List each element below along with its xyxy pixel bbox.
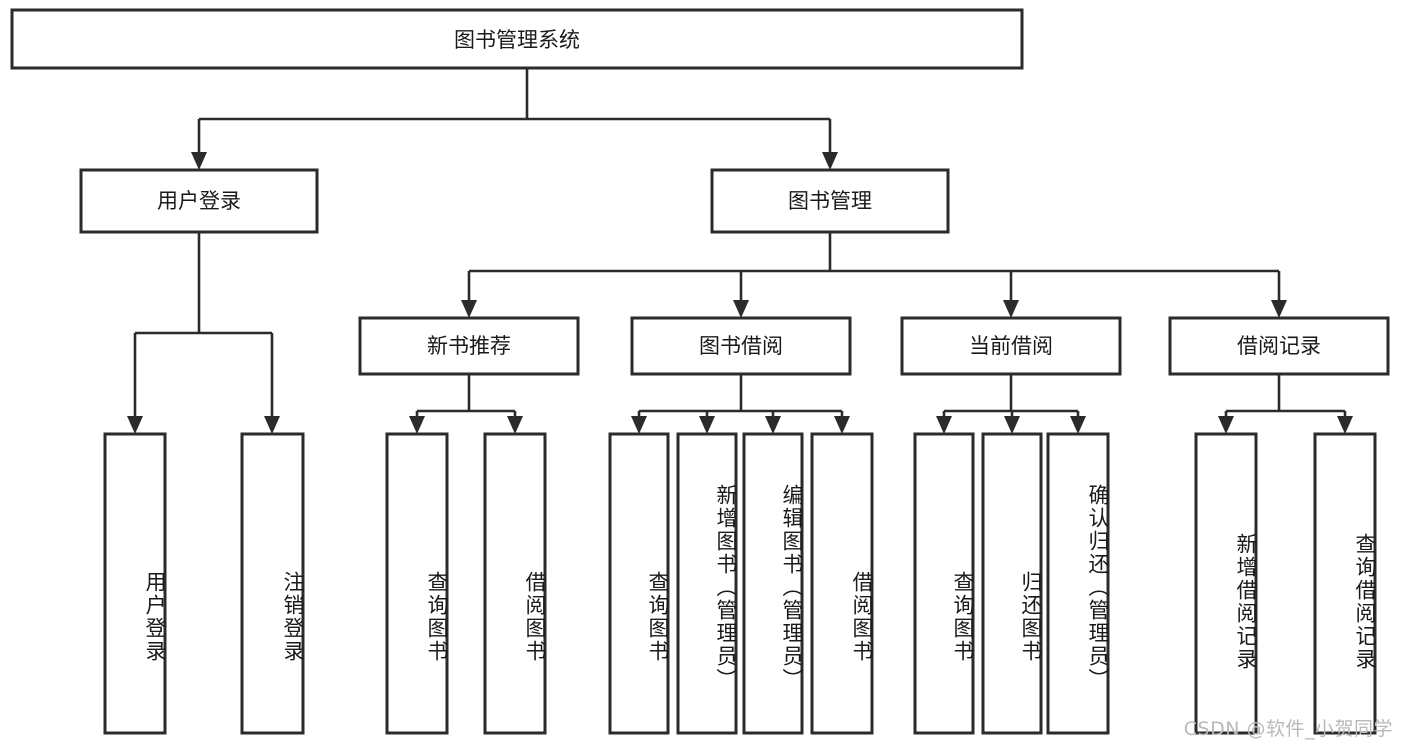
node-new-book-recommend-box[interactable] — [358, 316, 580, 376]
node-book-borrow-box[interactable] — [630, 316, 852, 376]
arrow-head-icon — [1271, 300, 1287, 318]
leaf-box-return-book[interactable] — [981, 432, 1043, 735]
node-book-borrow-label: 图书借阅 — [699, 334, 783, 358]
leaf-box-add-book-admin[interactable] — [676, 432, 738, 735]
leaf-box-query-book-current[interactable] — [913, 432, 975, 735]
node-current-borrow[interactable]: 当前借阅 — [900, 316, 1122, 376]
arrow-head-icon — [733, 300, 749, 318]
leaf-box-add-borrow-record[interactable] — [1194, 432, 1258, 735]
arrow-head-icon — [191, 152, 207, 170]
leaf-box-user-login[interactable] — [103, 432, 167, 735]
node-root-box[interactable] — [10, 8, 1024, 70]
arrow-head-icon — [1218, 416, 1234, 434]
arrow-head-icon — [699, 416, 715, 434]
node-root-label: 图书管理系统 — [454, 28, 580, 52]
node-new-book-recommend-label: 新书推荐 — [427, 334, 511, 358]
leaf-box-query-book-borrow[interactable] — [608, 432, 670, 735]
leaf-box-edit-book-admin[interactable] — [742, 432, 804, 735]
arrow-head-icon — [936, 416, 952, 434]
leaf-box-borrow-book-recommend[interactable] — [483, 432, 547, 735]
arrow-head-icon — [822, 152, 838, 170]
arrow-head-icon — [631, 416, 647, 434]
leaf-box-logout[interactable] — [240, 432, 305, 735]
arrow-head-icon — [1003, 300, 1019, 318]
node-current-borrow-box[interactable] — [900, 316, 1122, 376]
arrow-head-icon — [264, 416, 280, 434]
node-new-book-recommend[interactable]: 新书推荐 — [358, 316, 580, 376]
arrow-head-icon — [127, 416, 143, 434]
node-book-management-label: 图书管理 — [788, 189, 872, 213]
arrow-head-icon — [1070, 416, 1086, 434]
node-book-borrow[interactable]: 图书借阅 — [630, 316, 852, 376]
arrow-head-icon — [1004, 416, 1020, 434]
watermark: CSDN @软件_小贺同学 — [1183, 718, 1393, 740]
node-borrow-record-label: 借阅记录 — [1237, 334, 1321, 358]
leaf-box-borrow-book[interactable] — [810, 432, 874, 735]
arrow-head-icon — [507, 416, 523, 434]
arrow-head-icon — [1337, 416, 1353, 434]
node-book-management[interactable]: 图书管理 — [710, 168, 950, 234]
node-book-management-box[interactable] — [710, 168, 950, 234]
arrow-head-icon — [461, 300, 477, 318]
connector-group — [127, 68, 1353, 434]
leaf-box-query-borrow-record[interactable] — [1313, 432, 1377, 735]
arrow-head-icon — [834, 416, 850, 434]
leaf-box-confirm-return-admin[interactable] — [1046, 432, 1110, 735]
node-borrow-record[interactable]: 借阅记录 — [1168, 316, 1390, 376]
arrow-head-icon — [765, 416, 781, 434]
leaf-box-query-book-recommend[interactable] — [385, 432, 449, 735]
node-user-login-label: 用户登录 — [157, 189, 241, 213]
node-user-login-box[interactable] — [79, 168, 319, 234]
arrow-head-icon — [409, 416, 425, 434]
leaf-boxes — [103, 432, 1377, 735]
node-borrow-record-box[interactable] — [1168, 316, 1390, 376]
node-root[interactable]: 图书管理系统 — [10, 8, 1024, 70]
node-user-login[interactable]: 用户登录 — [79, 168, 319, 234]
node-current-borrow-label: 当前借阅 — [969, 334, 1053, 358]
